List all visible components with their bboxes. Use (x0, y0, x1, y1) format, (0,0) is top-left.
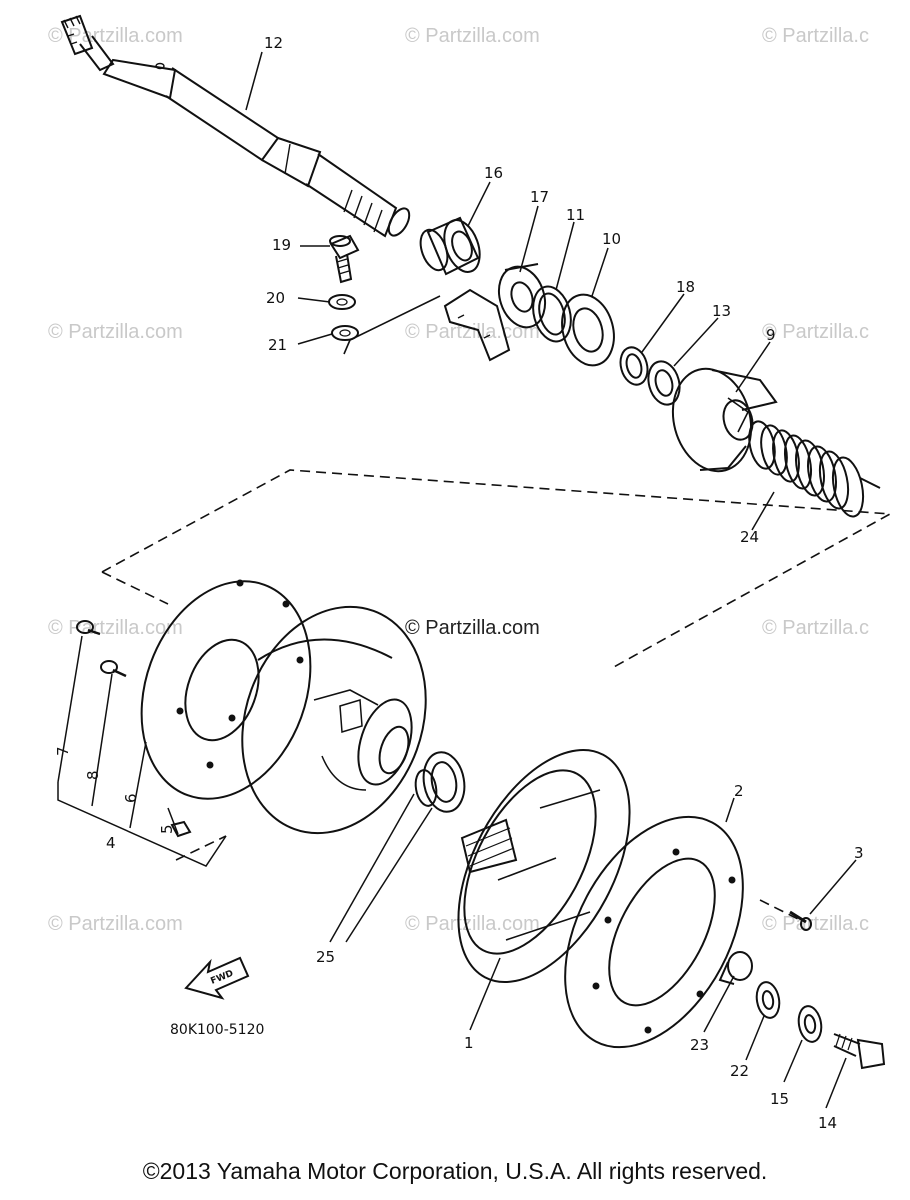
callout-11: 11 (566, 206, 585, 224)
callout-2: 2 (734, 782, 744, 800)
callout-15: 15 (770, 1090, 789, 1108)
callout-7: 7 (54, 746, 72, 756)
watermark: © Partzilla.com (48, 321, 183, 343)
leader-lines (57, 51, 857, 1109)
washer-part-20 (328, 294, 356, 310)
callout-18: 18 (676, 278, 695, 296)
callout-6: 6 (122, 793, 140, 803)
copyright-notice: ©2013 Yamaha Motor Corporation, U.S.A. A… (142, 1158, 768, 1184)
callout-23: 23 (690, 1036, 709, 1054)
watermark: © Partzilla.com (48, 913, 183, 935)
assembly-guide-lines (101, 295, 893, 921)
watermark: © Partzilla.c (762, 913, 869, 935)
callout-3: 3 (854, 844, 864, 862)
collar-part-23 (718, 951, 753, 985)
bolt-part-3 (789, 910, 812, 931)
forward-arrow-icon: FWD (184, 956, 250, 1000)
spring-seat-part-9 (671, 367, 778, 473)
washer-part-13 (647, 360, 681, 406)
plate-part-6 (140, 579, 312, 800)
circlip-part-18 (619, 346, 649, 386)
callout-4: 4 (106, 834, 116, 852)
callout-12: 12 (264, 34, 283, 52)
shaft-part-12 (60, 14, 411, 238)
callout-24: 24 (740, 528, 759, 546)
watermark: © Partzilla.c (762, 617, 869, 639)
callout-16: 16 (484, 164, 503, 182)
sheave-part-1 (457, 748, 631, 984)
callout-5: 5 (158, 824, 176, 834)
washer-part-22 (755, 981, 781, 1019)
spring-part-24 (748, 420, 881, 518)
callout-9: 9 (766, 326, 776, 344)
callout-1: 1 (464, 1034, 474, 1052)
watermark: © Partzilla.c (762, 25, 869, 47)
plate-part-2 (564, 815, 744, 1049)
watermark-center: © Partzilla.com (405, 617, 540, 639)
callout-labels: 12 16 17 11 10 19 20 21 18 13 9 24 7 8 6… (54, 34, 864, 1132)
washer-part-15 (797, 1005, 823, 1043)
bolt-part-8 (100, 660, 127, 678)
callout-13: 13 (712, 302, 731, 320)
bolt-part-14 (833, 1033, 886, 1070)
watermark: © Partzilla.c (762, 321, 869, 343)
callout-8: 8 (84, 770, 102, 780)
watermarks: © Partzilla.com © Partzilla.com © Partzi… (48, 25, 869, 935)
callout-22: 22 (730, 1062, 749, 1080)
sheave-part-4 (241, 605, 427, 835)
callout-10: 10 (602, 230, 621, 248)
callout-25: 25 (316, 948, 335, 966)
callout-19: 19 (272, 236, 291, 254)
watermark: © Partzilla.com (405, 25, 540, 47)
nut-part-5 (170, 820, 192, 838)
bolt-part-19 (329, 234, 360, 284)
callout-20: 20 (266, 289, 285, 307)
drawing-code: 80K100-5120 (170, 1022, 264, 1038)
watermark: © Partzilla.com (48, 25, 183, 47)
watermark: © Partzilla.com (405, 321, 540, 343)
bearing-holder-part-17 (443, 263, 547, 362)
bolt-part-7 (76, 620, 101, 636)
watermark: © Partzilla.com (405, 913, 540, 935)
callout-14: 14 (818, 1114, 837, 1132)
washer-part-21 (331, 325, 359, 341)
washer-part-10 (561, 293, 615, 367)
bearing-part-16 (419, 216, 481, 276)
callout-21: 21 (268, 336, 287, 354)
bushing-part-25 (414, 751, 466, 813)
callout-17: 17 (530, 188, 549, 206)
